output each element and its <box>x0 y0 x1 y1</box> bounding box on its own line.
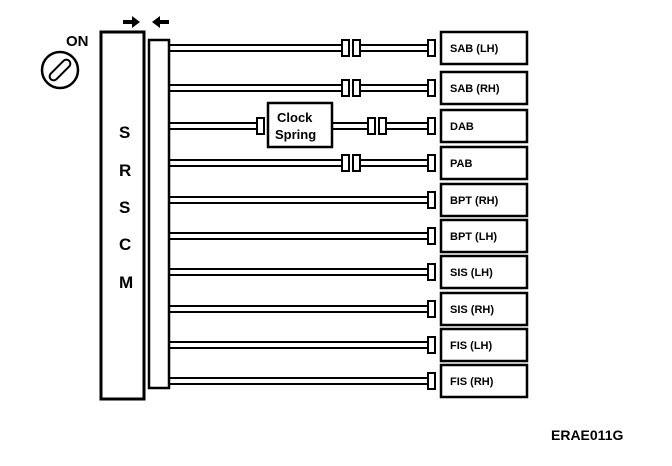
component-label: SAB (RH) <box>450 83 500 95</box>
component-label: BPT (RH) <box>450 195 499 207</box>
component-box <box>439 291 529 327</box>
component-box <box>439 30 529 66</box>
srscm-module <box>99 30 146 401</box>
wiring-row: SIS (RH) <box>169 291 529 327</box>
module-letter: S <box>119 123 130 142</box>
component-box <box>439 218 529 254</box>
figure-code: ERAE011G <box>551 427 623 443</box>
component-label: DAB <box>450 121 474 133</box>
component-box <box>439 363 529 399</box>
direction-arrows-icon <box>123 16 169 28</box>
component-box <box>439 70 529 106</box>
component-label: FIS (LH) <box>450 340 492 352</box>
ignition-key-icon <box>40 50 80 90</box>
component-label: FIS (RH) <box>450 376 494 388</box>
component-label: PAB <box>450 158 472 170</box>
wiring-row: PAB <box>169 145 529 181</box>
component-label: SIS (LH) <box>450 267 493 279</box>
clock-spring-label-line2: Spring <box>275 127 316 142</box>
wiring-row: BPT (RH) <box>169 182 529 218</box>
component-box <box>439 108 529 144</box>
wiring-row: BPT (LH) <box>169 218 529 254</box>
connector-bus <box>147 38 171 390</box>
component-box <box>439 327 529 363</box>
component-box <box>439 254 529 290</box>
wiring-row: FIS (LH) <box>169 327 529 363</box>
module-letter: R <box>119 161 131 180</box>
component-label: SAB (LH) <box>450 43 499 55</box>
component-box <box>439 182 529 218</box>
wiring-row: DAB <box>169 108 529 144</box>
component-label: BPT (LH) <box>450 231 497 243</box>
module-letter: C <box>119 235 131 254</box>
wiring-row: SAB (LH) <box>169 30 529 66</box>
wiring-row: SAB (RH) <box>169 70 529 106</box>
component-box <box>439 145 529 181</box>
module-letter: M <box>119 273 133 292</box>
ignition-on-label: ON <box>66 33 89 50</box>
wiring-row: SIS (LH) <box>169 254 529 290</box>
clock-spring-label-line1: Clock <box>277 110 313 125</box>
module-letter: S <box>119 198 130 217</box>
clock-spring: Clock Spring <box>266 101 334 149</box>
wiring-row: FIS (RH) <box>169 363 529 399</box>
component-label: SIS (RH) <box>450 304 494 316</box>
